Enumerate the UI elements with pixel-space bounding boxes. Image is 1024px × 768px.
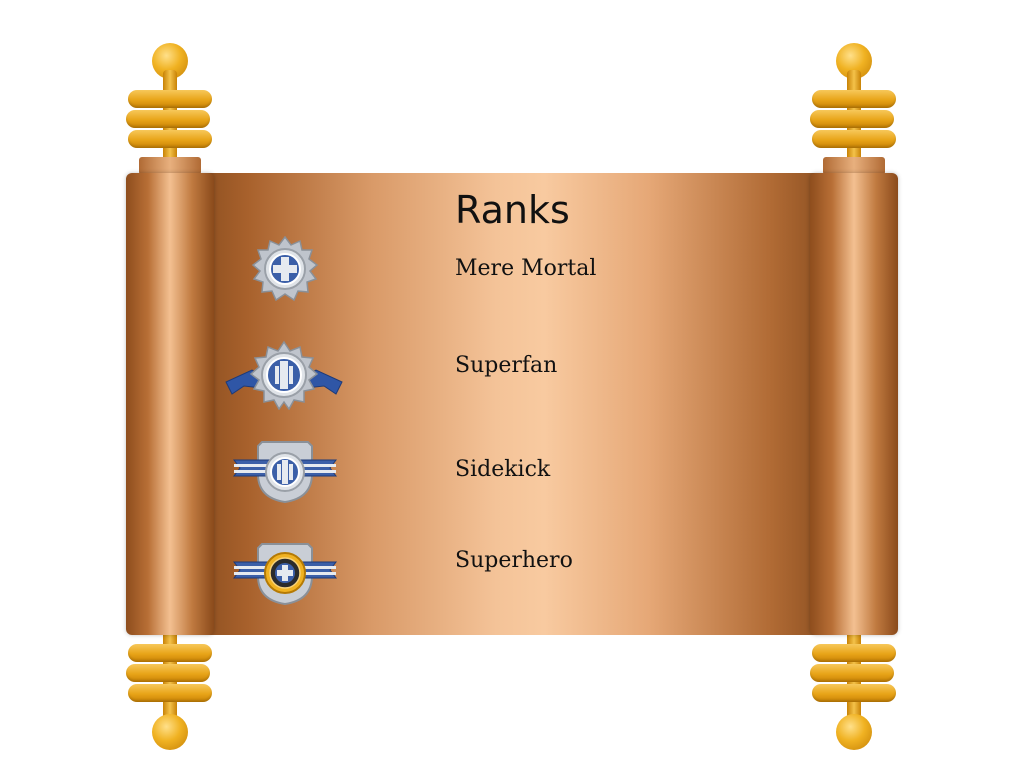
- handle-disc: [128, 90, 212, 108]
- roller-cap: [823, 157, 885, 175]
- gold-shield-ribbon-badge-icon: [233, 543, 337, 606]
- roller-cap: [139, 157, 201, 175]
- handle-disc: [812, 644, 896, 662]
- page-title: Ranks: [455, 188, 570, 232]
- rank-label: Superhero: [455, 548, 573, 573]
- silver-shield-ribbon-badge-icon: [233, 441, 337, 504]
- handle-disc: [128, 684, 212, 702]
- handle-disc: [812, 684, 896, 702]
- handle-knob: [836, 714, 872, 750]
- rank-label: Sidekick: [455, 457, 551, 482]
- silver-star-badge-icon: [251, 236, 319, 302]
- handle-disc: [810, 110, 894, 128]
- silver-star-ribbon-badge-icon: [225, 340, 343, 410]
- scroll-roller-left: [126, 173, 214, 635]
- scroll-roller-right: [810, 173, 898, 635]
- handle-disc: [812, 90, 896, 108]
- handle-disc: [128, 130, 212, 148]
- handle-disc: [128, 644, 212, 662]
- handle-knob: [152, 714, 188, 750]
- rank-label: Mere Mortal: [455, 256, 597, 281]
- handle-disc: [812, 130, 896, 148]
- handle-disc: [126, 110, 210, 128]
- rank-label: Superfan: [455, 353, 558, 378]
- handle-disc: [126, 664, 210, 682]
- handle-disc: [810, 664, 894, 682]
